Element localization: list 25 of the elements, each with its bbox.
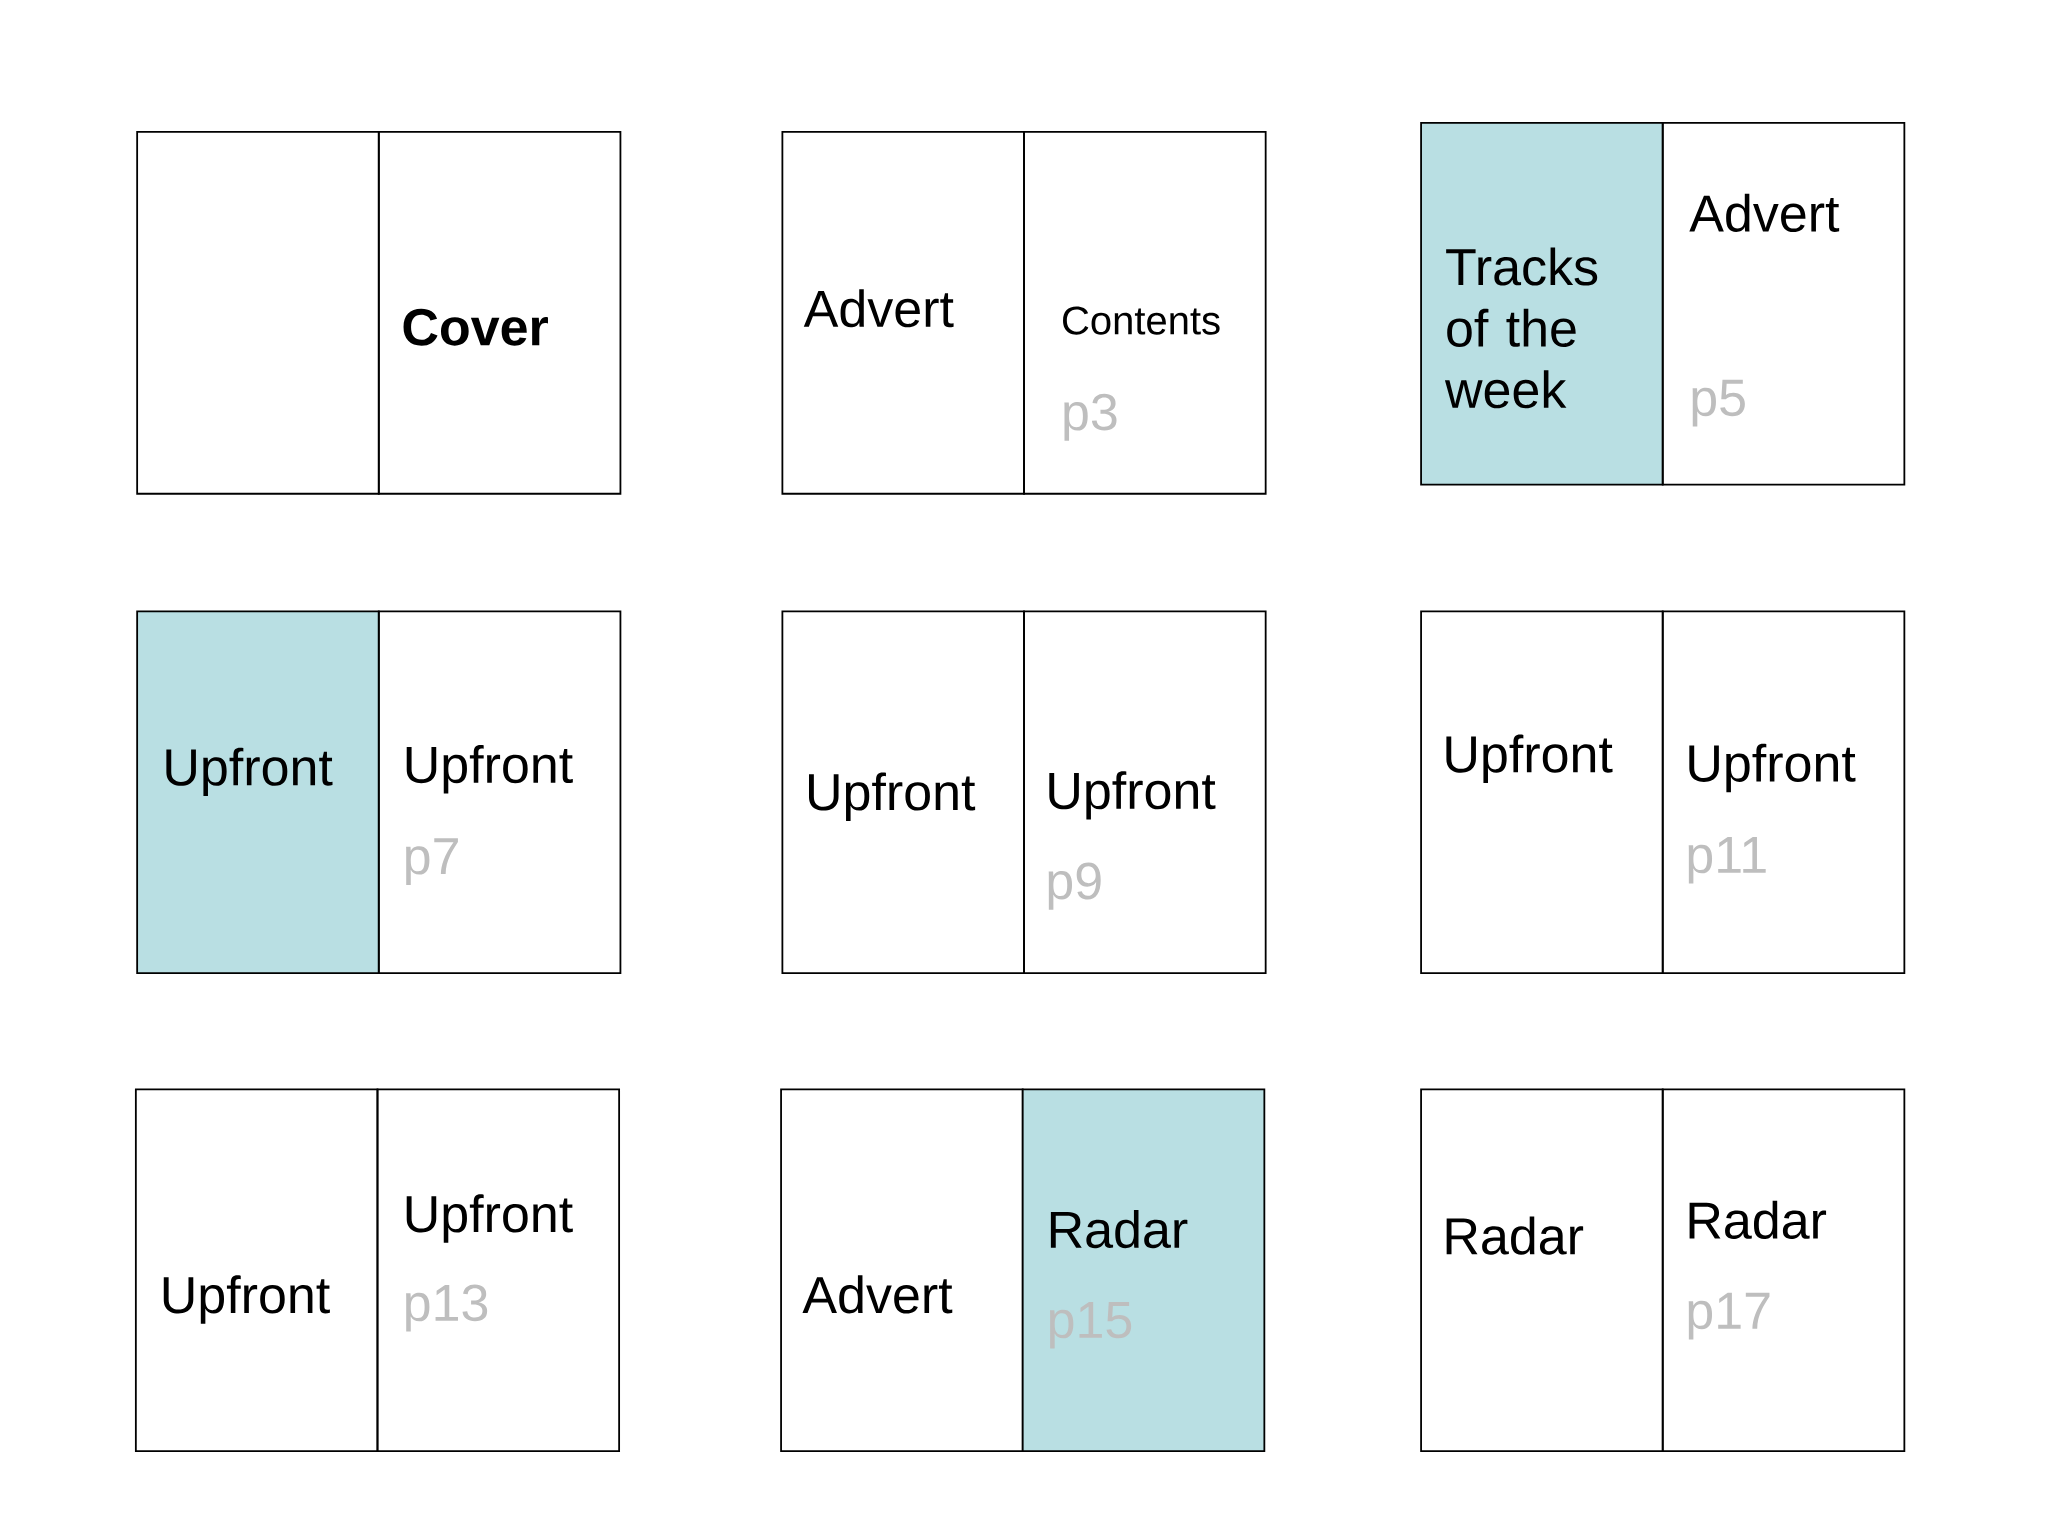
page-title: Radar (1446, 1216, 1584, 1255)
page-number: p5 (1692, 379, 1745, 427)
page-title: Radar (1050, 1210, 1188, 1249)
page-title: Upfront (406, 745, 573, 794)
page-title: Cover (403, 308, 548, 346)
page-title: Radar (1689, 1200, 1827, 1240)
page-title: Advert (803, 289, 954, 328)
page-title: Upfront (166, 747, 333, 797)
page-number: p3 (1064, 393, 1117, 441)
page-box (136, 131, 380, 495)
page-title: Upfront (406, 1194, 573, 1243)
page-title: Upfront (1049, 771, 1216, 820)
page-number: p11 (1688, 837, 1766, 884)
page-number: p13 (406, 1284, 488, 1332)
page-title: Contents (1063, 306, 1220, 335)
page-number: p9 (1048, 862, 1101, 910)
page-title: Tracks of the week (1444, 247, 1598, 409)
page-title: Upfront (163, 1275, 330, 1324)
page-title: Upfront (1446, 734, 1613, 784)
page-title: Upfront (809, 772, 976, 821)
page-number: p7 (406, 838, 458, 885)
page-title: Upfront (1689, 743, 1856, 793)
page-number: p17 (1688, 1292, 1770, 1340)
page-title: Advert (1689, 193, 1840, 232)
page-title: Advert (802, 1275, 953, 1314)
